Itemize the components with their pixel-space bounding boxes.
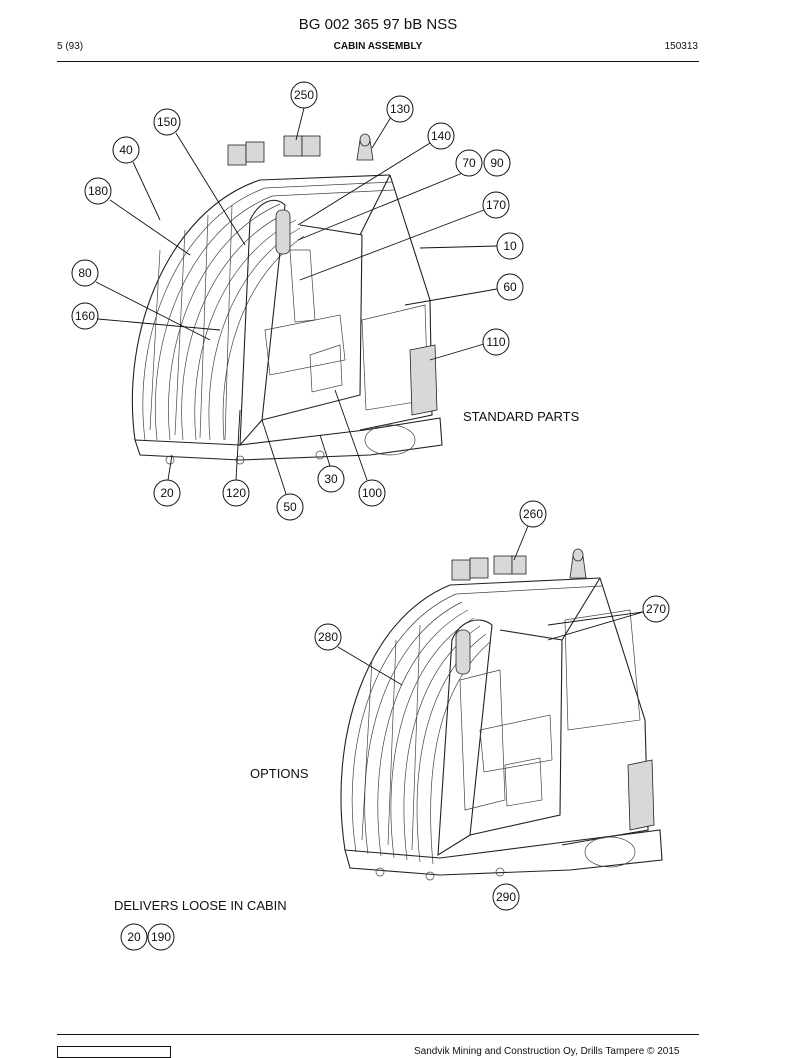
callout-130: 130	[386, 95, 414, 123]
svg-text:20: 20	[127, 930, 141, 944]
callout-40: 40	[112, 136, 140, 164]
svg-text:100: 100	[362, 486, 382, 500]
callout-10: 10	[496, 232, 524, 260]
svg-text:260: 260	[523, 507, 543, 521]
standard-cabin-illustration	[131, 133, 443, 465]
callout-110: 110	[482, 328, 510, 356]
svg-text:80: 80	[78, 266, 92, 280]
svg-text:60: 60	[503, 280, 517, 294]
svg-text:190: 190	[151, 930, 171, 944]
svg-text:250: 250	[294, 88, 314, 102]
svg-text:50: 50	[283, 500, 297, 514]
callout-60: 60	[496, 273, 524, 301]
standard-parts-label: STANDARD PARTS	[463, 409, 580, 424]
svg-text:270: 270	[646, 602, 666, 616]
callout-150: 150	[153, 108, 181, 136]
callout-70: 70	[455, 149, 483, 177]
callout-30: 30	[317, 465, 345, 493]
options-cabin-illustration	[340, 548, 663, 881]
callout-180: 180	[84, 177, 112, 205]
footer-rule	[57, 1034, 699, 1035]
svg-text:10: 10	[503, 239, 517, 253]
callout-260: 260	[519, 500, 547, 528]
svg-text:180: 180	[88, 184, 108, 198]
svg-text:110: 110	[486, 335, 505, 349]
footer-copyright: Sandvik Mining and Construction Oy, Dril…	[414, 1046, 680, 1057]
callout-80: 80	[71, 259, 99, 287]
delivers-loose-label: DELIVERS LOOSE IN CABIN	[114, 898, 287, 913]
callout-20: 20	[153, 479, 181, 507]
company-logo	[57, 1046, 171, 1058]
svg-text:140: 140	[431, 129, 451, 143]
callout-280: 280	[314, 623, 342, 651]
callout-loose-20: 20	[120, 923, 148, 951]
options-label: OPTIONS	[250, 766, 309, 781]
callout-250: 250	[290, 81, 318, 109]
svg-text:120: 120	[226, 486, 246, 500]
callout-140: 140	[427, 122, 455, 150]
standard-leaders	[95, 107, 498, 495]
svg-text:130: 130	[390, 102, 410, 116]
callout-290: 290	[492, 883, 520, 911]
svg-text:70: 70	[462, 156, 476, 170]
date-code: 150313	[664, 41, 698, 52]
options-leaders	[337, 525, 644, 686]
svg-text:280: 280	[318, 630, 338, 644]
callout-120: 120	[222, 479, 250, 507]
svg-text:170: 170	[486, 198, 506, 212]
svg-text:290: 290	[496, 890, 516, 904]
callout-90: 90	[483, 149, 511, 177]
document-number: BG 002 365 97 bB NSS	[298, 16, 458, 33]
callout-loose-190: 190	[147, 923, 175, 951]
callout-270: 270	[642, 595, 670, 623]
callout-170: 170	[482, 191, 510, 219]
callout-50: 50	[276, 493, 304, 521]
svg-text:150: 150	[157, 115, 177, 129]
header-rule	[57, 61, 699, 62]
callout-100: 100	[358, 479, 386, 507]
svg-text:20: 20	[160, 486, 174, 500]
callout-160: 160	[71, 302, 99, 330]
section-title: CABIN ASSEMBLY	[333, 41, 423, 52]
svg-text:90: 90	[490, 156, 504, 170]
page-number: 5 (93)	[57, 41, 84, 52]
svg-text:30: 30	[324, 472, 338, 486]
svg-text:160: 160	[75, 309, 95, 323]
svg-text:40: 40	[119, 143, 133, 157]
